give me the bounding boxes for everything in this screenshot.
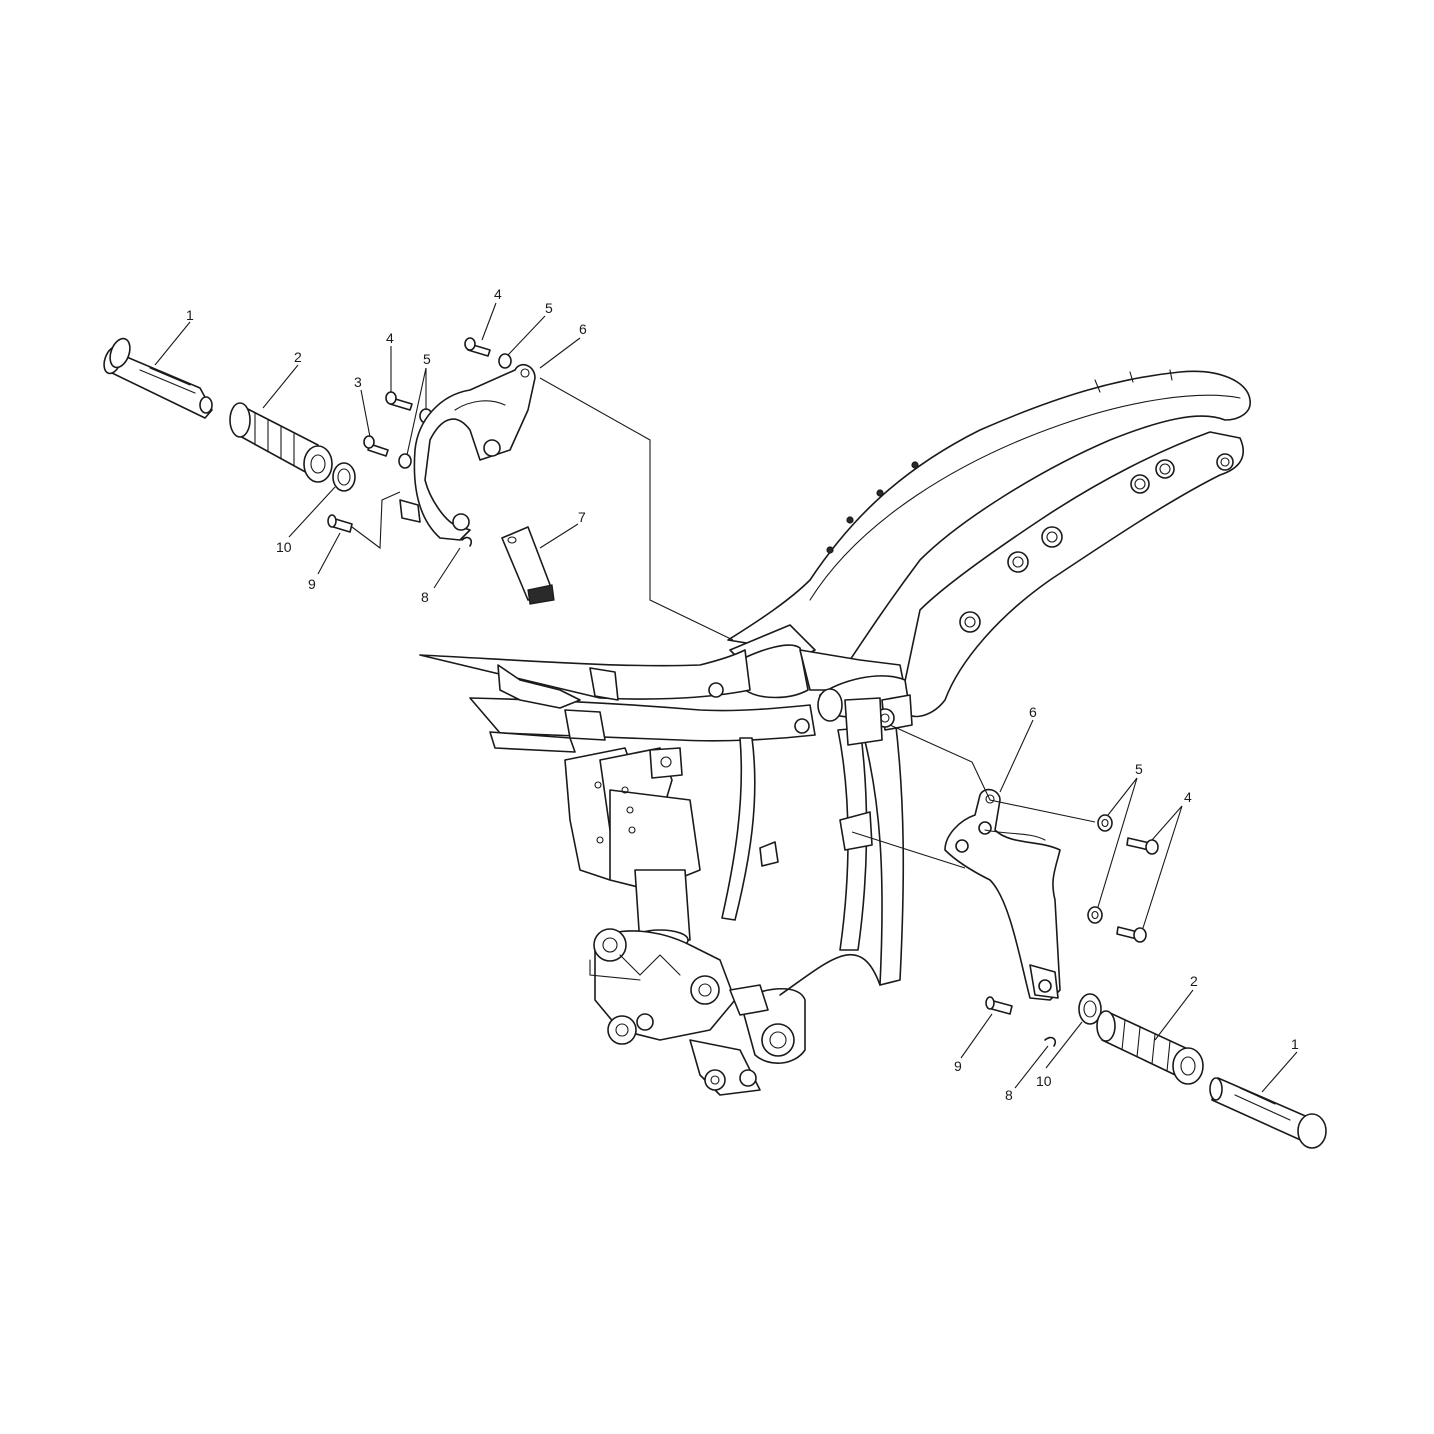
- left-footpeg-assembly: [103, 337, 734, 641]
- washer-5-right-b: [1087, 906, 1103, 924]
- callout-7: 7: [578, 509, 586, 525]
- callout-5-right: 5: [1135, 761, 1143, 777]
- callout-5-left-a: 5: [423, 351, 431, 367]
- callout-3: 3: [354, 374, 362, 390]
- motorcycle-frame: [419, 369, 1251, 1096]
- callout-labels: 1 2 3 4 5 4 5 6 7 8 9 10 6 5 4 2 1 9 8 1…: [186, 286, 1299, 1103]
- callout-9-left: 9: [308, 576, 316, 592]
- footpeg-pin-right: [1209, 1077, 1327, 1149]
- screw-4-right-b: [1116, 926, 1147, 943]
- callout-8-left: 8: [421, 589, 429, 605]
- footpeg-rubber-left: [229, 402, 333, 483]
- washer-5-left-c: [498, 353, 512, 369]
- callout-2-right: 2: [1190, 973, 1198, 989]
- washer-5-left-b: [398, 453, 412, 469]
- screw-3: [363, 435, 389, 457]
- callout-6-right: 6: [1029, 704, 1037, 720]
- callout-2-left: 2: [294, 349, 302, 365]
- callout-9-right: 9: [954, 1058, 962, 1074]
- screw-4-left-b: [464, 337, 491, 357]
- footpeg-bracket-6-right: [944, 788, 1061, 1001]
- washer-10-left: [332, 462, 356, 492]
- callout-5-left-b: 5: [545, 300, 553, 316]
- callout-4-right: 4: [1184, 789, 1192, 805]
- footpeg-bracket-6-left: [399, 363, 536, 541]
- washer-10-right: [1078, 993, 1102, 1025]
- washer-5-right-a: [1097, 814, 1113, 832]
- clevis-pin-9-right: [985, 996, 1013, 1015]
- callout-1-left: 1: [186, 307, 194, 323]
- callout-6-left: 6: [579, 321, 587, 337]
- callout-10-right: 10: [1036, 1073, 1052, 1089]
- callout-1-right: 1: [1291, 1036, 1299, 1052]
- retaining-clip-8-right: [1044, 1036, 1057, 1047]
- screw-4-left-a: [385, 391, 413, 411]
- footpeg-rubber-right: [1096, 1010, 1204, 1085]
- callout-10-left: 10: [276, 539, 292, 555]
- clevis-pin-9-left: [327, 514, 353, 533]
- heel-guard-7: [501, 526, 555, 605]
- footpeg-pin-left: [103, 337, 213, 419]
- callout-4-left-b: 4: [494, 286, 502, 302]
- retaining-clip-8-left: [461, 536, 473, 547]
- callout-4-left-a: 4: [386, 330, 394, 346]
- callout-leaders: [154, 302, 1298, 1093]
- screw-4-right-a: [1126, 837, 1159, 855]
- callout-8-right: 8: [1005, 1087, 1013, 1103]
- right-footpeg-assembly: [851, 724, 1327, 1149]
